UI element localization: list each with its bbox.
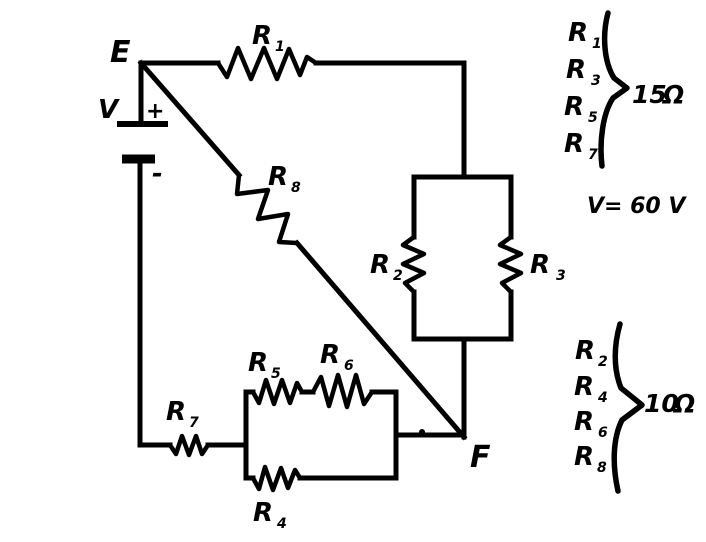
odd-item-r7-sub: 7 [588,147,598,163]
even-item-r4-base: R [574,372,594,402]
label-r7-sub: 7 [189,415,199,431]
node-f-label: F [470,440,491,475]
label-r1-sub: 1 [275,39,285,55]
label-r4-base: R [253,498,273,528]
annotation-braces [598,10,645,494]
odd-item-r7-base: R [564,129,584,159]
label-r3-sub: 3 [556,268,566,284]
odd-group-value: 15 [632,80,667,109]
resistor-r7-symbol [167,433,211,458]
resistor-r3-symbol [497,234,524,295]
even-item-r6-base: R [574,407,594,437]
even-item-r2-sub: 2 [598,354,608,370]
resistor-r2-symbol [400,234,427,295]
resistor-r8-symbol [234,172,300,246]
odd-item-r5-base: R [564,92,584,122]
odd-item-r1-base: R [568,18,588,48]
odd-item-r3-base: R [566,55,586,85]
node-e-label: E [110,35,131,70]
label-r1-base: R [252,21,272,51]
odd-item-r1-sub: 1 [592,36,602,52]
wire-diagonal-upper [137,59,243,179]
even-item-r8-sub: 8 [597,460,607,476]
label-r4-sub: 4 [276,516,287,532]
battery-symbol [117,121,168,164]
plus-sign: + [146,99,164,124]
resistor-r6-symbol [310,372,375,410]
ohm-symbol-odd: Ω [661,80,684,109]
resistor-symbols [167,45,524,493]
label-r7-base: R [166,397,186,427]
label-r6-base: R [320,340,340,370]
resistor-r4-symbol [250,464,303,493]
label-r2-sub: 2 [393,268,403,284]
wire-diagonal-lower [293,239,468,441]
even-item-r2-base: R [575,336,595,366]
resistor-r5-symbol [250,377,305,407]
label-r5-base: R [248,348,268,378]
resistor-r1-symbol [215,45,319,82]
label-r5-sub: 5 [271,366,281,382]
even-item-r6-sub: 6 [598,425,608,441]
source-v-label: V [98,95,120,125]
odd-item-r5-sub: 5 [588,110,598,126]
voltage-annotation: V= 60 V [587,194,687,219]
ohm-symbol-even: Ω [672,389,695,418]
even-item-r4-sub: 4 [597,390,608,406]
even-item-r8-base: R [574,442,594,472]
label-r6-sub: 6 [344,358,354,374]
minus-sign: - [152,159,163,189]
brace-odd-group [598,10,630,169]
label-r8-sub: 8 [291,180,301,196]
label-r2-base: R [370,250,390,280]
wires [137,59,514,481]
label-r8-base: R [268,162,288,192]
junction-dot [419,429,425,435]
label-r3-base: R [530,250,550,280]
brace-even-group [611,321,645,494]
even-group-value: 10 [644,389,679,418]
odd-item-r3-sub: 3 [591,73,601,89]
